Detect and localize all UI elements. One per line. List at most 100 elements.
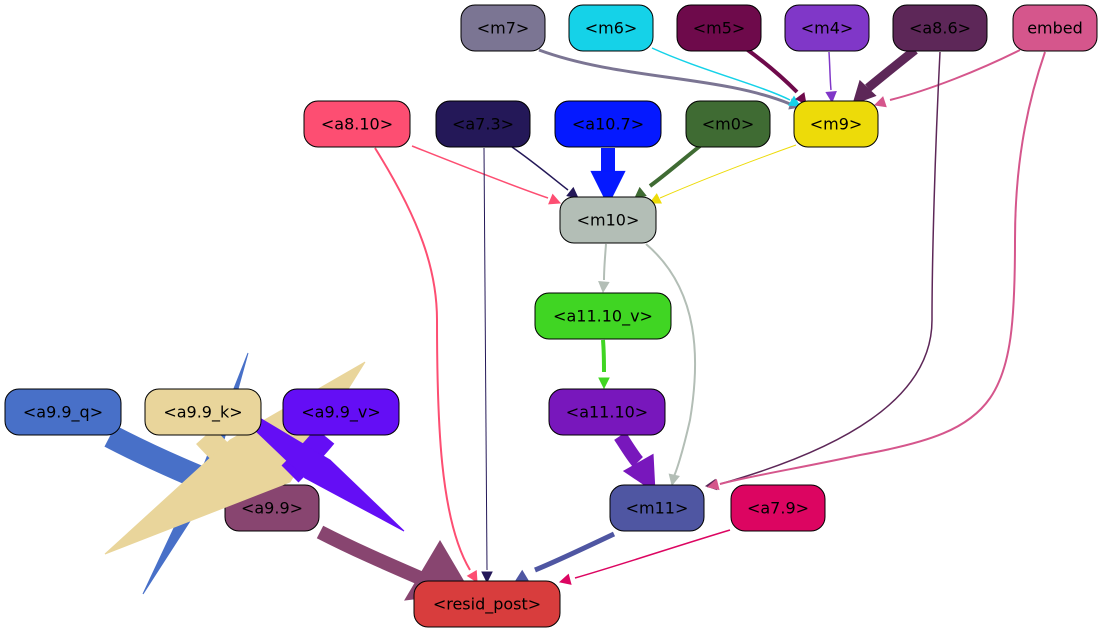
edge-a10_7-to-m10 xyxy=(590,147,626,207)
edge-arrowhead-a11_10_v-to-a11_10 xyxy=(598,377,610,390)
edge-arrowhead-m11-to-resid_post xyxy=(514,569,530,583)
edge-arrowhead-a8_10-to-m10 xyxy=(548,193,562,205)
node-box xyxy=(554,100,662,148)
node-label: <a10.7> xyxy=(572,115,644,134)
node-a8-6[interactable]: <a8.6> xyxy=(892,4,988,52)
node-label: <m10> xyxy=(577,211,640,230)
edge-m9-to-m10 xyxy=(649,144,797,204)
node-box xyxy=(685,100,771,148)
edge-a8_6-to-m9 xyxy=(852,46,918,105)
node-a9-9-q[interactable]: <a9.9_q> xyxy=(4,388,122,436)
edge-arrowhead-m6-to-m9 xyxy=(788,95,801,107)
edge-arrowhead-a11_10-to-m11 xyxy=(622,453,656,493)
node-box xyxy=(793,100,879,148)
edge-line-m9-to-m10 xyxy=(659,144,797,199)
edge-embed-to-m11 xyxy=(706,51,1046,491)
node-m6[interactable]: <m6> xyxy=(568,4,654,52)
edge-line-m10-to-a11_10_v xyxy=(603,243,607,281)
node-label: <a7.9> xyxy=(747,499,809,518)
node-box xyxy=(559,196,657,244)
edge-arrowhead-m10-to-m11 xyxy=(668,473,680,487)
node-m0[interactable]: <m0> xyxy=(685,100,771,148)
edge-a7_3-to-resid_post xyxy=(481,147,493,584)
node-box xyxy=(609,484,705,532)
edge-line-embed-to-m9 xyxy=(889,49,1021,101)
node-label: <a11.10> xyxy=(566,403,648,422)
node-label: <a8.10> xyxy=(321,115,393,134)
node-m7[interactable]: <m7> xyxy=(460,4,546,52)
edge-line-m5-to-m9 xyxy=(743,46,799,94)
edge-line-m10-to-m11 xyxy=(645,243,697,477)
node-label: <m0> xyxy=(702,115,755,134)
node-a7-9[interactable]: <a7.9> xyxy=(730,484,826,532)
node-box xyxy=(534,292,672,340)
node-label: <m6> xyxy=(585,19,638,38)
edge-arrowhead-a8_6-to-m9 xyxy=(852,79,877,105)
nodes-layer: <m7> <m6> <m5> <m4> <a8.6> embed <a8.10> <a7.3>… xyxy=(4,4,1098,628)
edge-line-m7-to-m9 xyxy=(538,48,791,106)
edge-line-a8_6-to-m9 xyxy=(865,46,918,92)
node-label: <m7> xyxy=(477,19,530,38)
node-label: <a11.10_v> xyxy=(553,307,653,327)
edge-a7_9-to-resid_post xyxy=(558,529,731,585)
edge-arrowhead-embed-to-m11 xyxy=(706,478,720,491)
edge-arrowhead-m9-to-m10 xyxy=(649,193,662,204)
node-m4[interactable]: <m4> xyxy=(784,4,870,52)
node-box xyxy=(730,484,826,532)
edge-arrowhead-m0-to-m10 xyxy=(634,186,647,199)
edge-line-a11_10-to-m11 xyxy=(614,432,644,467)
edge-line-a8_6-to-m11 xyxy=(719,51,941,485)
node-a11-10-v[interactable]: <a11.10_v> xyxy=(534,292,672,340)
node-a9-9-k[interactable]: <a9.9_k> xyxy=(144,388,262,436)
node-label: <m11> xyxy=(626,499,689,518)
edge-line-a8_10-to-m10 xyxy=(411,145,549,199)
node-box xyxy=(413,580,561,628)
node-label: <m5> xyxy=(693,19,746,38)
edge-line-m11-to-resid_post xyxy=(534,531,616,573)
node-box xyxy=(676,4,762,52)
edge-line-a7_3-to-m10 xyxy=(511,146,569,191)
node-label: <m4> xyxy=(801,19,854,38)
edge-line-a7_3-to-resid_post xyxy=(483,147,488,571)
node-box xyxy=(303,100,411,148)
node-box xyxy=(892,4,988,52)
node-box xyxy=(784,4,870,52)
edge-arrowhead-a7_3-to-m10 xyxy=(566,186,579,199)
edge-line-a11_10_v-to-a11_10 xyxy=(601,339,606,373)
edge-line-m6-to-m9 xyxy=(651,47,791,101)
node-a7-3[interactable]: <a7.3> xyxy=(435,100,531,148)
node-label: embed xyxy=(1027,19,1083,38)
node-m11[interactable]: <m11> xyxy=(609,484,705,532)
node-a9-9-v[interactable]: <a9.9_v> xyxy=(282,388,400,436)
node-resid-post[interactable]: <resid_post> xyxy=(413,580,561,628)
node-embed[interactable]: embed xyxy=(1012,4,1098,52)
edge-m10-to-m11 xyxy=(645,243,697,487)
node-m9[interactable]: <m9> xyxy=(793,100,879,148)
edge-m11-to-resid_post xyxy=(514,531,616,583)
node-label: <a9.9_v> xyxy=(301,403,381,423)
edge-m5-to-m9 xyxy=(743,46,807,105)
edge-arrowhead-a8_10-to-resid_post xyxy=(466,570,478,583)
node-box xyxy=(568,4,654,52)
node-m5[interactable]: <m5> xyxy=(676,4,762,52)
edge-arrowhead-m4-to-m9 xyxy=(825,91,837,104)
edge-arrowhead-a7_9-to-resid_post xyxy=(558,573,572,585)
edge-a11_10_v-to-a11_10 xyxy=(598,339,610,390)
edge-line-a7_9-to-resid_post xyxy=(574,529,731,579)
edge-m6-to-m9 xyxy=(651,47,801,107)
node-a8-10[interactable]: <a8.10> xyxy=(303,100,411,148)
node-label: <a9.9> xyxy=(241,499,303,518)
node-label: <a8.6> xyxy=(909,19,971,38)
node-a10-7[interactable]: <a10.7> xyxy=(554,100,662,148)
edge-m4-to-m9 xyxy=(825,51,837,104)
node-m10[interactable]: <m10> xyxy=(559,196,657,244)
node-label: <a9.9_q> xyxy=(23,403,103,423)
node-label: <a9.9_k> xyxy=(163,403,242,423)
edge-a8_10-to-resid_post xyxy=(374,147,478,583)
node-box xyxy=(1012,4,1098,52)
edge-a8_10-to-m10 xyxy=(411,145,562,205)
node-a11-10[interactable]: <a11.10> xyxy=(548,388,666,436)
edge-line-embed-to-m11 xyxy=(719,51,1046,485)
node-box xyxy=(282,388,400,436)
